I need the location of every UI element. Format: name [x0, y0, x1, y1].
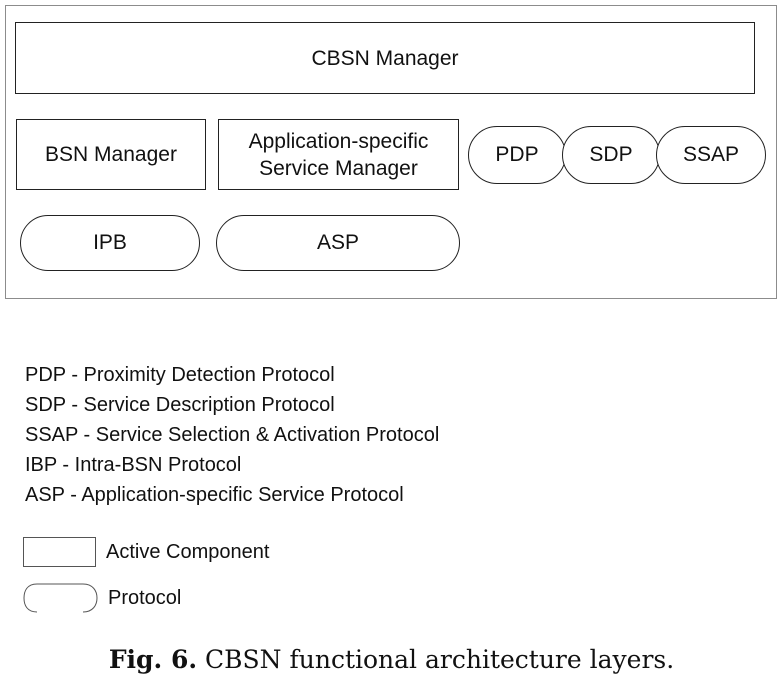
bsn-manager-component: BSN Manager [16, 119, 206, 190]
key-active-component-label: Active Component [106, 540, 270, 563]
pdp-protocol: PDP [468, 126, 566, 184]
abbreviation-ssap: SSAP - Service Selection & Activation Pr… [25, 424, 440, 446]
figure-label: Fig. 6. [108, 645, 198, 674]
figure-caption: Fig. 6.CBSN functional architecture laye… [0, 645, 783, 674]
abbreviation-list: PDP - Proximity Detection Protocol SDP -… [25, 360, 439, 510]
abbreviation-asp: ASP - Application-specific Service Proto… [25, 484, 404, 506]
abbreviation-pdp: PDP - Proximity Detection Protocol [25, 364, 335, 386]
key-protocol: Protocol [23, 583, 181, 613]
abbreviation-ibp: IBP - Intra-BSN Protocol [25, 454, 242, 476]
cbsn-manager-component: CBSN Manager [15, 22, 755, 94]
key-protocol-label: Protocol [108, 586, 182, 609]
component-box-icon [23, 537, 96, 567]
ssap-protocol: SSAP [656, 126, 766, 184]
protocol-pill-icon [23, 583, 98, 613]
ipb-protocol: IPB [20, 215, 200, 271]
application-specific-service-manager-component: Application-specific Service Manager [218, 119, 459, 190]
abbreviation-sdp: SDP - Service Description Protocol [25, 394, 335, 416]
figure-caption-text: CBSN functional architecture layers. [205, 645, 675, 674]
asp-protocol: ASP [216, 215, 460, 271]
sdp-protocol: SDP [562, 126, 660, 184]
key-active-component: Active Component [23, 537, 269, 567]
architecture-frame [5, 5, 777, 299]
